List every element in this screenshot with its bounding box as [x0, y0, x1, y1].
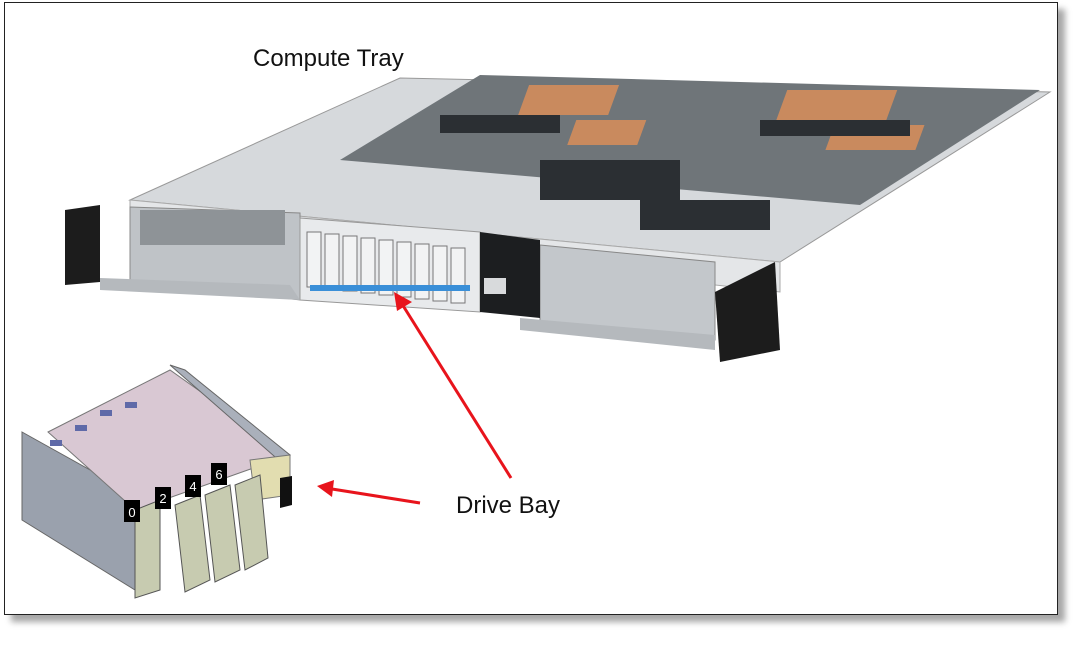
drive-bay-label: Drive Bay	[456, 492, 561, 519]
slot-label-0: 0	[128, 505, 135, 520]
slot-tag-2	[155, 487, 171, 509]
slot-tag-6	[211, 463, 227, 485]
compute-tray-image	[65, 75, 1052, 362]
slot-label-4: 4	[189, 479, 196, 494]
slot-tag-4	[185, 475, 201, 497]
arrowhead-up	[394, 292, 412, 311]
arrowhead-left	[317, 480, 334, 497]
drive-slot-tags: 0 2 4 6	[124, 463, 227, 522]
arrow-to-tray-drive-bay	[400, 303, 513, 479]
compute-tray-label: Compute Tray	[253, 45, 404, 72]
arrow-to-drive-bay-image	[331, 487, 421, 505]
slot-tag-0	[124, 500, 140, 522]
drive-bay-image	[21, 364, 292, 599]
slot-label-2: 2	[159, 491, 166, 506]
slot-label-6: 6	[215, 467, 222, 482]
